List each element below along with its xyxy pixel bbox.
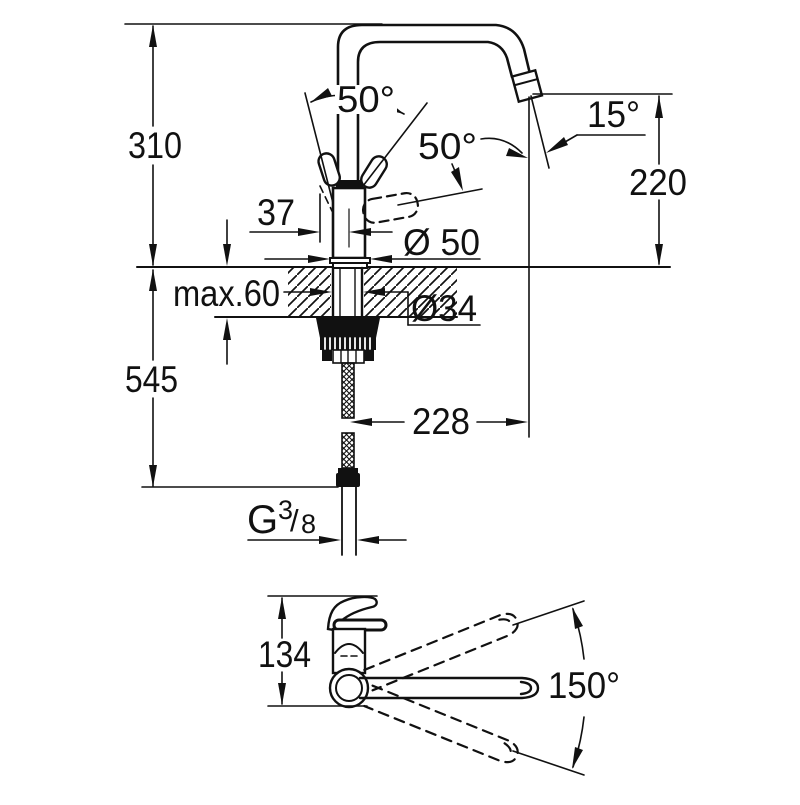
counter-section-hatch [288,268,457,316]
plan-swivel-ring-inner [335,674,363,702]
dim-15-label: 15° [587,94,640,135]
plan-body [331,627,367,675]
dim-134-label: 134 [258,634,311,675]
faucet-body [329,180,371,269]
dim-545-label: 545 [125,359,178,400]
thread-label-slash: / [290,503,299,538]
label-mask [335,85,397,114]
dim-d34-label: Ø34 [411,288,477,329]
dim-50-right-label: 50° [418,126,477,167]
hose-end-fitting-collar [338,468,358,474]
plan-spout-swivel-down [363,684,519,764]
dim-220-label: 220 [629,162,687,203]
handle-lever-horizontal-dashed [361,191,420,224]
dim-545 [141,269,339,488]
plan-spout [358,676,540,700]
dim-d50 [264,255,481,263]
thread-label-numerator: 3 [278,495,293,525]
dim-310 [124,23,383,266]
dim-228 [350,418,528,426]
mounting-nut [316,318,380,364]
dim-max60 [223,219,311,365]
plan-spout-swivel-up [363,612,519,692]
lever-hidden-edge [319,185,333,212]
supply-hose [336,362,360,556]
dim-thread [247,536,407,544]
dim-37-label: 37 [257,192,295,233]
dim-37 [249,193,393,243]
dim-134 [267,595,378,707]
side-view: 310 545 max.60 Ø34 [124,23,687,556]
dim-220 [532,93,673,266]
spout-aerator-cap [510,68,544,104]
dim-15 [528,95,646,438]
dim-150-label: 150° [548,665,620,706]
hose-end-fitting [336,473,360,487]
plan-view: 134 150° [258,595,620,776]
dim-d34 [310,288,481,326]
dim-150 [512,600,585,776]
dim-310-label: 310 [128,125,182,166]
dim-d50-label: Ø 50 [403,222,480,263]
outlet-axis-line [530,95,550,169]
dim-50-right [397,137,528,206]
base-flange-lower [332,262,368,269]
spout-outline [336,23,532,184]
thread-label-g: G [247,498,278,542]
handle-lever-left [317,152,341,187]
thread-label-denominator: 8 [301,509,316,539]
handle-hub [336,180,363,188]
dim-max60-label: max.60 [173,273,280,314]
dim-228-label: 228 [412,401,470,442]
plan-cartridge-dome [334,643,364,654]
threaded-shank [331,266,364,319]
dim-50-left-label: 50° [337,79,395,120]
